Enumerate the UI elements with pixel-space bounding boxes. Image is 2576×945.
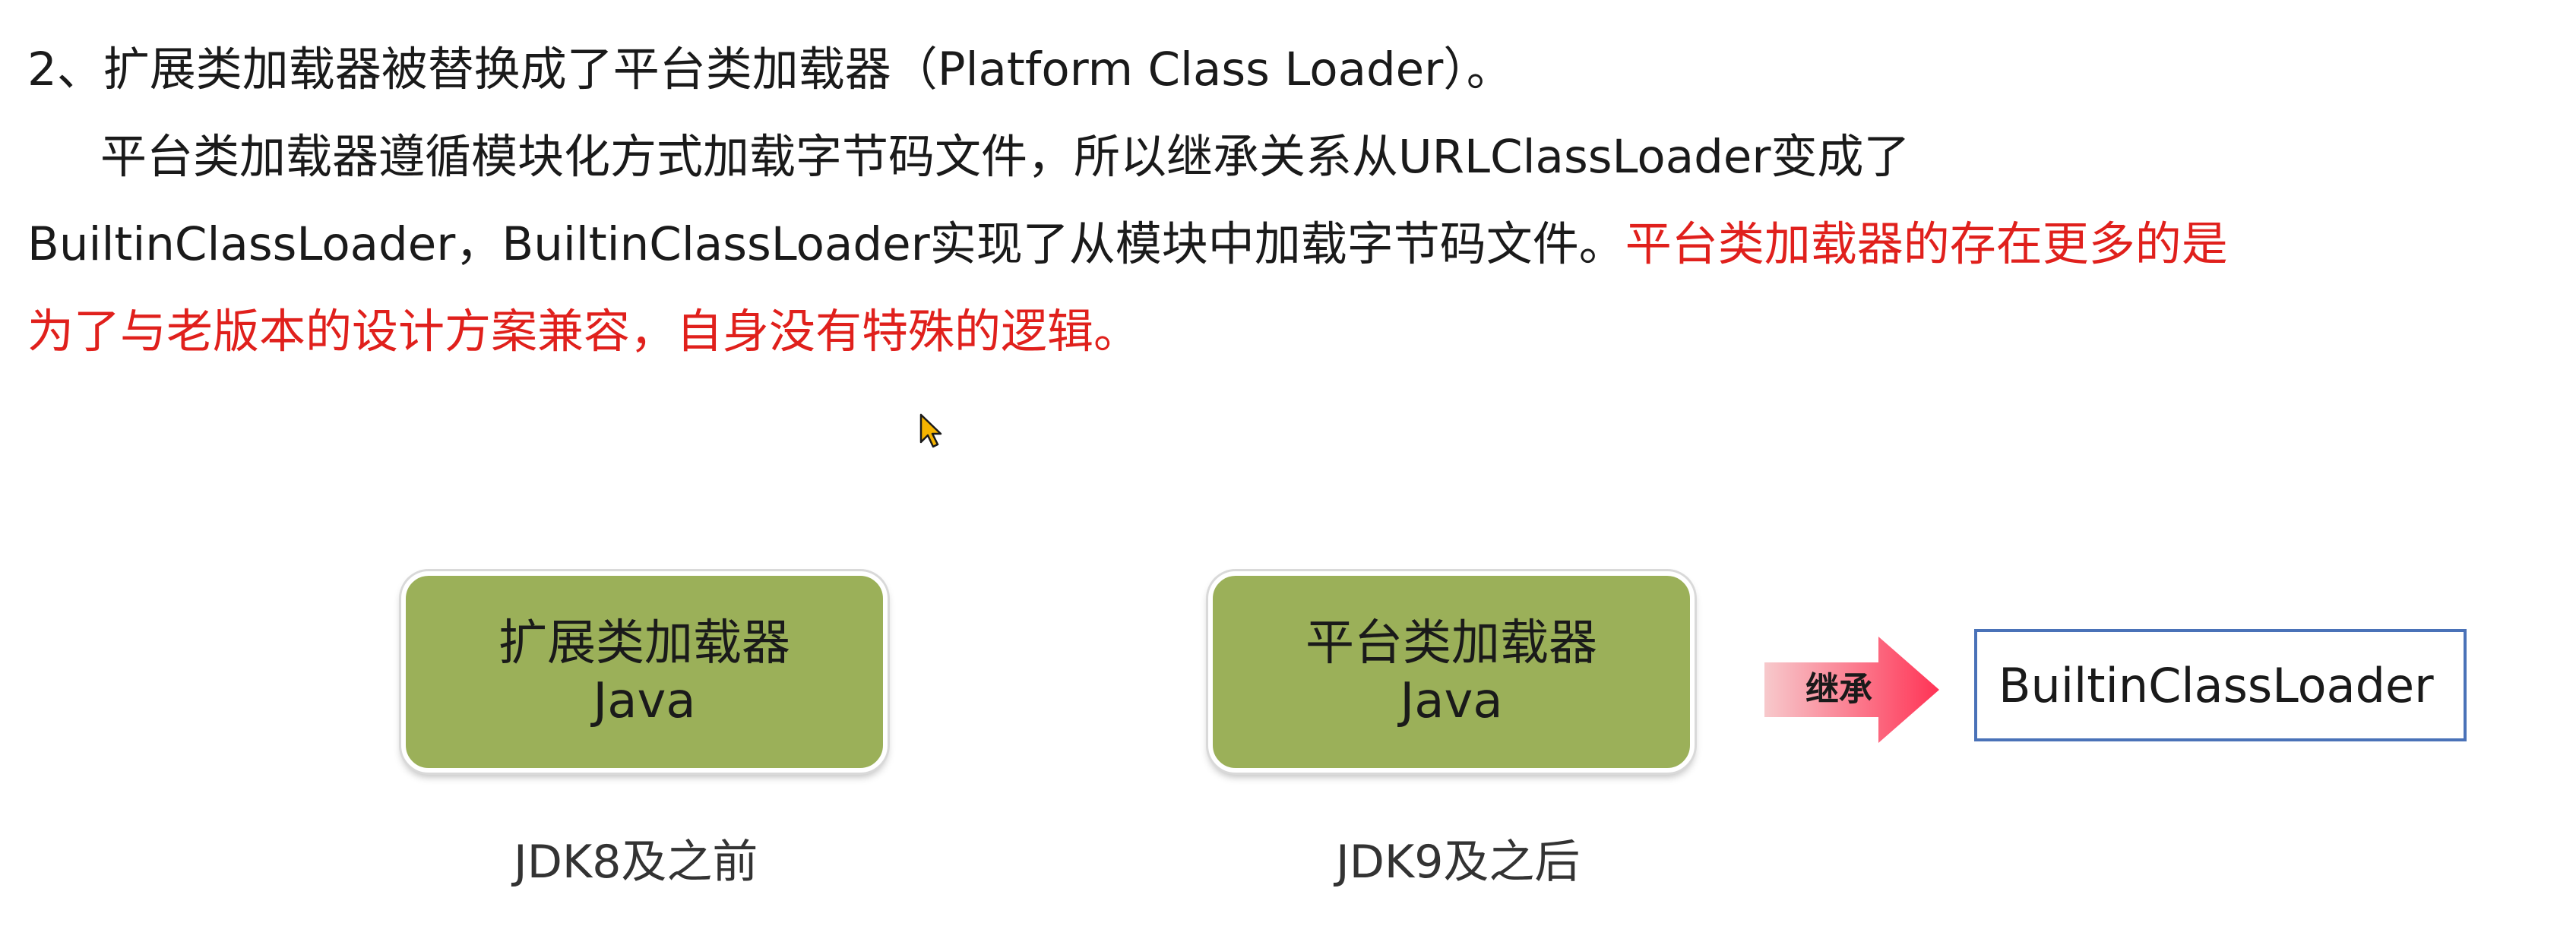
jdk9-caption: JDK9及之后 [1336,836,1581,889]
extension-classloader-lang: Java [593,672,696,729]
paragraph-line-2: 平台类加载器遵循模块化方式加载字节码文件，所以继承关系从URLClassLoad… [100,130,1910,184]
platform-classloader-lang: Java [1400,672,1503,729]
paragraph-line-1: 2、扩展类加载器被替换成了平台类加载器（Platform Class Loade… [27,43,1513,96]
jdk8-caption: JDK8及之前 [514,836,758,889]
inherit-label: 继承 [1805,670,1872,709]
platform-classloader-title: 平台类加载器 [1305,615,1597,672]
paragraph: 2、扩展类加载器被替换成了平台类加载器（Platform Class Loade… [27,26,2368,375]
mouse-pointer-icon [919,413,942,448]
extension-classloader-title: 扩展类加载器 [498,615,790,672]
paragraph-line-3-black: BuiltinClassLoader，BuiltinClassLoader实现了… [27,217,1625,271]
paragraph-line-4: 为了与老版本的设计方案兼容，自身没有特殊的逻辑。 [27,305,1141,359]
inherit-arrow-icon [1764,637,1939,743]
platform-classloader-box: 平台类加载器 Java [1208,571,1695,773]
paragraph-line-3-red: 平台类加载器的存在更多的是 [1625,217,2228,271]
paragraph-line-3: BuiltinClassLoader，BuiltinClassLoader实现了… [27,201,2368,288]
builtin-classloader-box: BuiltinClassLoader [1974,629,2467,741]
extension-classloader-box: 扩展类加载器 Java [401,571,888,773]
